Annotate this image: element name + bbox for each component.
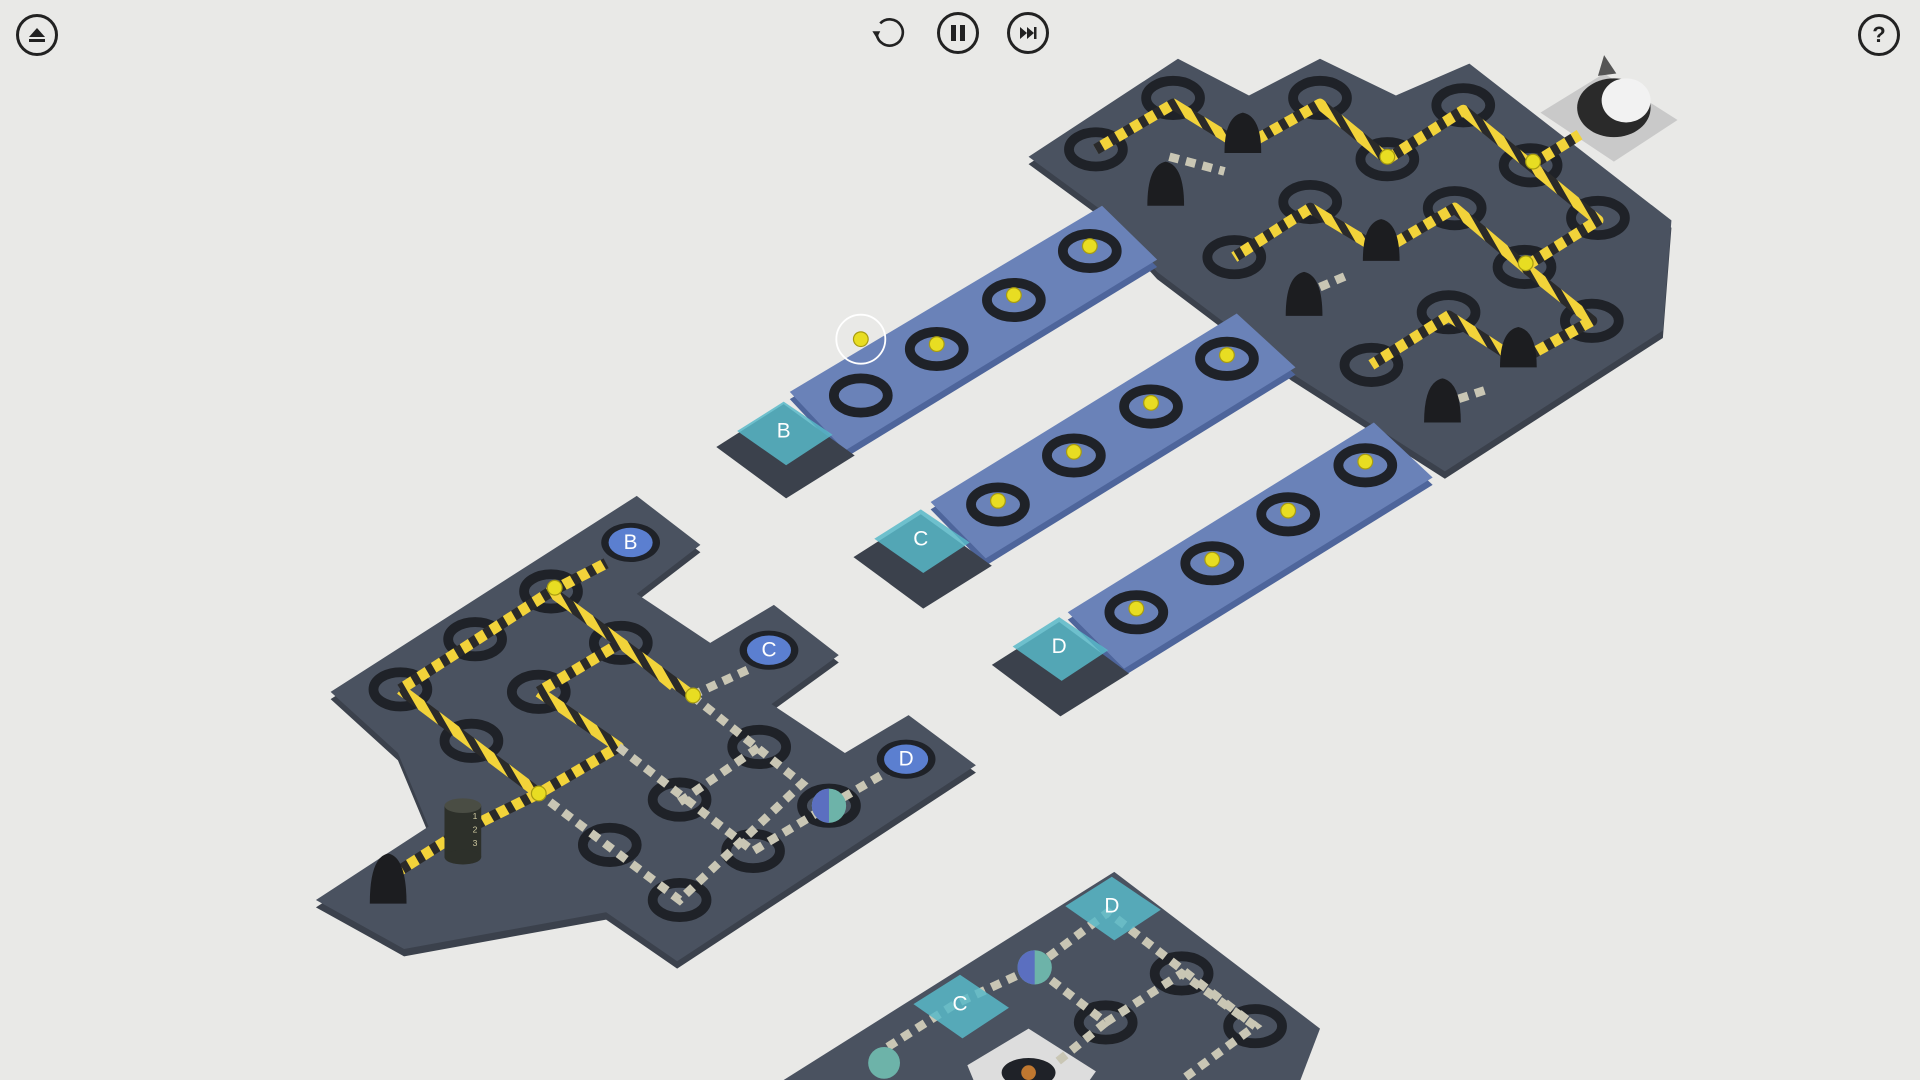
restart-icon <box>872 18 905 47</box>
skip-forward-icon <box>1020 27 1037 39</box>
yellow-balls <box>530 148 1542 802</box>
gate-b-label: B <box>777 420 791 443</box>
pad-b[interactable]: B <box>601 522 660 563</box>
help-button[interactable]: ? <box>1858 14 1900 56</box>
pad-d-label: D <box>899 748 914 771</box>
gate-c-bottom[interactable]: C <box>913 974 1009 1039</box>
eject-button[interactable] <box>16 14 58 56</box>
pad-c[interactable]: C <box>739 630 799 670</box>
cursor-highlight <box>835 313 887 365</box>
pause-icon <box>951 25 965 41</box>
gate-b[interactable]: B <box>737 401 833 466</box>
gate-d-label: D <box>1052 635 1067 658</box>
eject-icon <box>29 28 45 42</box>
restart-button[interactable] <box>868 12 910 54</box>
color-spheres <box>811 788 1052 1079</box>
board-bottom <box>783 871 1320 1080</box>
sockets <box>368 75 1630 1049</box>
counter-digit-2: 2 <box>473 825 478 835</box>
pad-c-label: C <box>761 639 776 662</box>
gate-d[interactable]: D <box>1012 617 1109 681</box>
pad-b-label: B <box>624 531 638 554</box>
skip-forward-button[interactable] <box>1007 12 1049 54</box>
gate-d2-label: D <box>1104 895 1119 918</box>
gate-d-bottom[interactable]: D <box>1065 876 1161 941</box>
counter-digit-1: 1 <box>473 811 478 821</box>
gate-c[interactable]: C <box>874 509 970 574</box>
counter-digit-3: 3 <box>473 838 478 848</box>
paw-target <box>1001 1057 1056 1080</box>
pad-d[interactable]: D <box>876 739 936 779</box>
gate-c-label: C <box>913 527 928 550</box>
counter-cylinder: 1 2 3 <box>444 798 482 865</box>
gate-c2-label: C <box>952 993 967 1016</box>
help-label: ? <box>1872 22 1886 47</box>
cat-figure <box>1577 55 1651 138</box>
black-pawns <box>369 112 1537 904</box>
pause-button[interactable] <box>937 12 979 54</box>
